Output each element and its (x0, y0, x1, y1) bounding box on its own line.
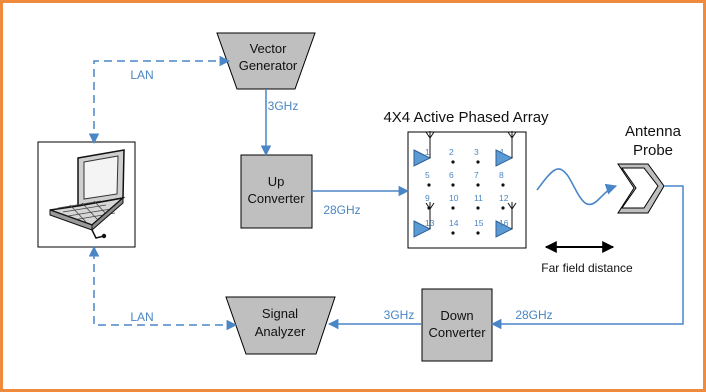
laptop-icon (49, 149, 126, 239)
antenna-icon (507, 131, 517, 158)
element-dot (451, 183, 455, 187)
array-element: 5 (425, 170, 431, 187)
array-element: 1 (413, 131, 435, 167)
vector-generator-label-line1: Vector (250, 41, 288, 56)
array-element: 10 (449, 193, 459, 210)
antenna-probe-label-line1: Antenna (625, 123, 682, 140)
array-element: 3 (474, 147, 480, 164)
down-converter-label-line1: Down (440, 308, 473, 323)
signal-analyzer-label-line1: Signal (262, 306, 298, 321)
array-element: 11 (474, 193, 483, 210)
array-element-number: 13 (425, 218, 435, 228)
element-dot (476, 183, 480, 187)
probe-to-downconverter-label: 28GHz (515, 308, 552, 322)
array-element-number: 15 (474, 218, 484, 228)
antenna-probe-icon (617, 163, 665, 214)
array-element-number: 8 (499, 170, 504, 180)
array-element: 8 (499, 170, 505, 187)
array-title: 4X4 Active Phased Array (383, 109, 549, 126)
down-converter-label-line2: Converter (428, 325, 486, 340)
array-element-number: 12 (499, 193, 509, 203)
array-element: 14 (449, 218, 459, 235)
upconverter-to-array-label: 28GHz (323, 203, 360, 217)
up-converter-label-line1: Up (268, 174, 285, 189)
antenna-icon (425, 131, 435, 158)
up-converter-label-line2: Converter (247, 191, 305, 206)
antenna-icon (425, 202, 435, 229)
array-element: 7 (474, 170, 480, 187)
element-dot (451, 231, 455, 235)
laptop-node (37, 141, 136, 248)
antenna-icon (507, 202, 517, 229)
lan-top-connector (88, 55, 231, 145)
lan-bottom-connector (88, 245, 238, 331)
far-field-label: Far field distance (541, 261, 633, 275)
array-element-number: 5 (425, 170, 430, 180)
probe-to-downconverter-connector (490, 185, 684, 330)
signal-analyzer: Signal Analyzer (225, 296, 336, 355)
amplifier-icon (495, 149, 514, 167)
element-dot (501, 206, 505, 210)
down-converter: Down Converter (421, 288, 493, 362)
array-element-number: 1 (425, 147, 430, 157)
radiated-wave (536, 168, 618, 206)
amplifier-icon (413, 149, 432, 167)
element-dot (451, 160, 455, 164)
vg-to-upconverter-label: 3GHz (268, 99, 299, 113)
array-element: 6 (449, 170, 455, 187)
array-element-number: 3 (474, 147, 479, 157)
lan-top-label: LAN (130, 68, 153, 82)
array-element: 2 (449, 147, 455, 164)
array-element: 12 (499, 193, 509, 210)
vector-generator-label-line2: Generator (239, 58, 298, 73)
array-element-number: 6 (449, 170, 454, 180)
element-dot (451, 206, 455, 210)
array-element-number: 16 (499, 218, 509, 228)
array-element: 15 (474, 218, 484, 235)
amplifier-icon (495, 220, 514, 238)
array-element-number: 11 (474, 193, 483, 203)
vector-generator: Vector Generator (216, 32, 316, 90)
array-element-number: 10 (449, 193, 459, 203)
array-element: 16 (495, 202, 517, 238)
element-dot (501, 183, 505, 187)
downconverter-to-analyzer-label: 3GHz (384, 308, 415, 322)
element-dot (427, 183, 431, 187)
array-element-number: 2 (449, 147, 454, 157)
lan-bottom-label: LAN (130, 310, 153, 324)
element-dot (476, 231, 480, 235)
amplifier-icon (413, 220, 432, 238)
element-dot (476, 206, 480, 210)
array-element: 4 (495, 131, 517, 167)
array-element-number: 9 (425, 193, 430, 203)
up-converter: Up Converter (240, 154, 313, 229)
signal-analyzer-label-line2: Analyzer (255, 324, 306, 339)
array-element-number: 4 (499, 147, 504, 157)
element-dot (476, 160, 480, 164)
array-element-number: 7 (474, 170, 479, 180)
array-element: 13 (413, 202, 435, 238)
array-element-number: 14 (449, 218, 459, 228)
antenna-probe-label-line2: Probe (633, 142, 673, 159)
